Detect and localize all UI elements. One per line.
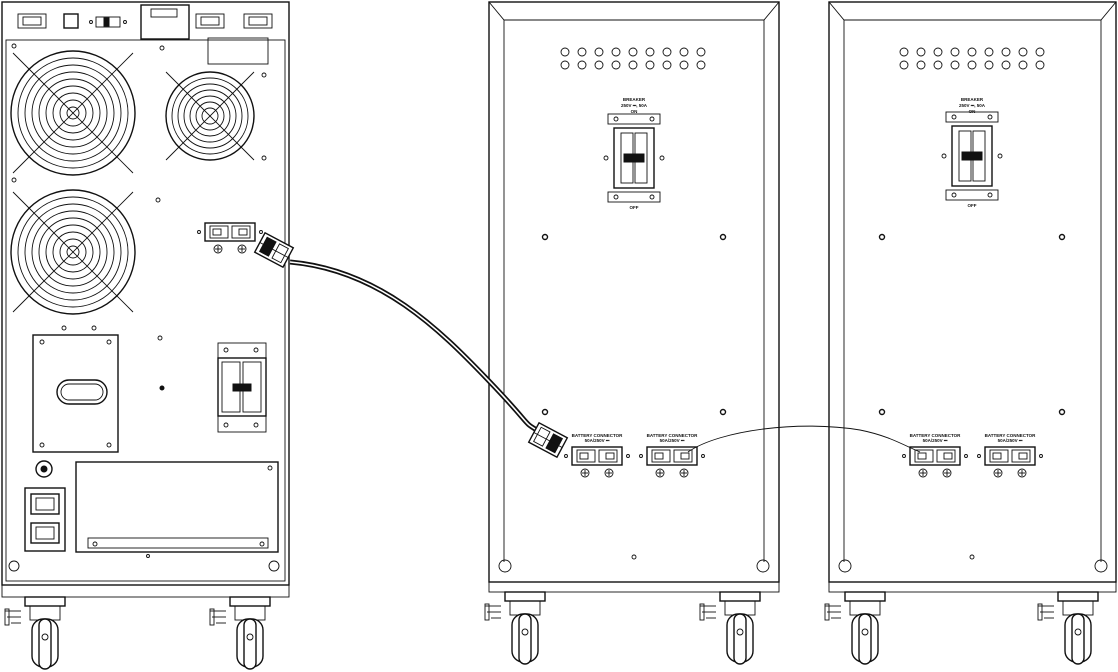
label-plate — [207, 37, 269, 65]
breaker-rating: 250V ⎓, 50A — [621, 103, 648, 108]
breaker-icon — [945, 111, 999, 201]
breaker-icon — [217, 342, 267, 433]
connector-rating: 50A/250V ⎓ — [998, 438, 1023, 443]
battery-connector-icon — [563, 446, 631, 478]
plug-icon — [253, 231, 295, 269]
breaker-icon — [607, 113, 661, 203]
breaker-on-label: ON — [969, 109, 976, 114]
connector-title: BATTERY CONNECTOR — [647, 433, 699, 438]
fan-grille-icon — [10, 50, 136, 176]
connector-title: BATTERY CONNECTOR — [985, 433, 1037, 438]
battery-connector-icon — [976, 446, 1044, 478]
caster-wheel-icon — [484, 591, 546, 665]
cable-icon — [253, 231, 569, 459]
fan-grille-icon — [165, 71, 255, 161]
breaker-on-label: ON — [631, 109, 638, 114]
breaker-title: BREAKER — [961, 97, 984, 102]
breaker-rating: 250V ⎓, 50A — [959, 103, 986, 108]
plug-icon — [24, 487, 66, 552]
cable-icon — [687, 425, 921, 453]
battery-connector-icon — [901, 446, 969, 478]
usb-port-icon — [63, 13, 79, 29]
terminal-cover — [75, 461, 279, 553]
caster-wheel-icon — [4, 596, 66, 670]
connector-title: BATTERY CONNECTOR — [572, 433, 624, 438]
caster-wheel-icon — [1037, 591, 1099, 665]
slot-cover — [140, 4, 190, 40]
battery-cabinet-2: BREAKER 250V ⎓, 50A ON OFF BATTERY CONNE… — [824, 1, 1117, 665]
fan-grille-icon — [10, 189, 136, 315]
caster-wheel-icon — [209, 596, 271, 670]
caster-wheel-icon — [699, 591, 761, 665]
plug-icon — [527, 421, 569, 459]
battery-connector-icon — [196, 222, 264, 254]
serial-port-icon — [243, 13, 273, 29]
cover-plate — [32, 334, 119, 453]
serial-port-icon — [195, 13, 225, 29]
breaker-off-label: OFF — [630, 205, 639, 210]
connector-rating: 50A/250V ⎓ — [923, 438, 948, 443]
battery-connector-icon — [638, 446, 706, 478]
ups-unit — [1, 1, 290, 670]
connector-title: BATTERY CONNECTOR — [910, 433, 962, 438]
caster-wheel-icon — [824, 591, 886, 665]
serial-port-icon — [17, 13, 47, 29]
switch-icon — [95, 16, 121, 28]
connector-rating: 50A/250V ⎓ — [660, 438, 685, 443]
vent-holes — [560, 47, 706, 70]
handle-slot — [56, 379, 108, 405]
battery-cabinet-1: BREAKER 250V ⎓, 50A ON OFF BATTERY CONNE… — [484, 1, 780, 665]
vent-holes — [899, 47, 1045, 70]
connector-rating: 50A/250V ⎓ — [585, 438, 610, 443]
breaker-off-label: OFF — [968, 203, 977, 208]
breaker-title: BREAKER — [623, 97, 646, 102]
